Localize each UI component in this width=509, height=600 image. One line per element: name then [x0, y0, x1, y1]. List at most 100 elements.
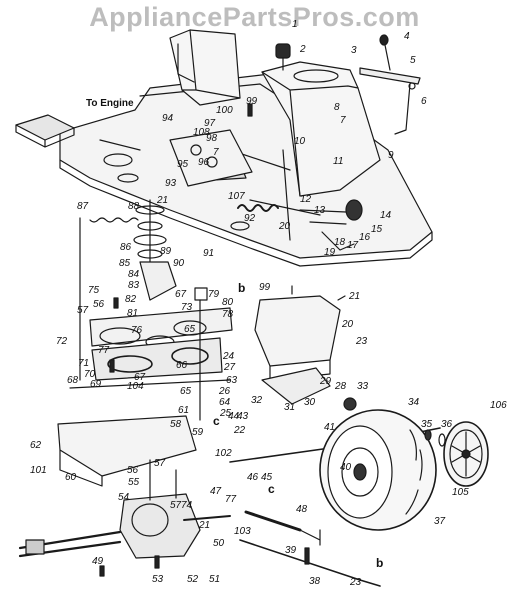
bolts	[99, 103, 310, 577]
part-label: 29	[320, 376, 332, 387]
part-label: 43	[237, 411, 249, 422]
part-label: 26	[219, 386, 231, 397]
part-label: 14	[380, 210, 392, 221]
reference-letter: b	[376, 556, 384, 570]
part-label: 80	[222, 297, 234, 308]
wheel	[319, 409, 437, 531]
part-label: 21	[157, 195, 169, 206]
part-label: 45	[261, 472, 273, 483]
part-label: 7	[213, 147, 219, 158]
part-label: 66	[176, 360, 188, 371]
part-label: 62	[30, 440, 42, 451]
watermark: AppliancePartsPros.com	[89, 2, 420, 32]
part-label: 68	[67, 375, 79, 386]
part-label: 70	[84, 369, 96, 380]
part-label: 49	[92, 556, 104, 567]
part-label: 100	[216, 105, 233, 116]
part-label: 50	[213, 538, 225, 549]
part-label: 10	[294, 136, 306, 147]
part-label: 58	[170, 419, 182, 430]
part-label: 67	[175, 289, 187, 300]
pulley-stack	[133, 199, 177, 301]
reference-letter: b	[238, 281, 246, 295]
part-label: 30	[304, 397, 316, 408]
reference-letter: c	[213, 414, 220, 428]
part-label: 37	[434, 516, 446, 527]
part-label: 72	[56, 336, 68, 347]
part-label: 21	[199, 520, 211, 531]
part-label: 79	[208, 289, 220, 300]
shift-bracket	[169, 129, 253, 187]
part-label: 104	[127, 381, 144, 392]
part-label: 99	[246, 96, 258, 107]
part-label: 3	[351, 45, 357, 56]
part-label: 97	[204, 118, 216, 129]
drive-belt	[89, 287, 233, 421]
part-label: 28	[335, 381, 347, 392]
part-label: 51	[209, 574, 221, 585]
part-label: 64	[219, 397, 231, 408]
part-label: 9	[388, 150, 394, 161]
side-plate	[57, 415, 197, 487]
console-housing	[261, 61, 381, 197]
part-label: 27	[224, 362, 236, 373]
part-label: 83	[128, 280, 140, 291]
part-label: 57	[170, 500, 182, 511]
part-label: 22	[234, 425, 246, 436]
part-label: 5	[410, 55, 416, 66]
part-label: 63	[226, 375, 238, 386]
part-label: 21	[349, 291, 361, 302]
part-label: 55	[128, 477, 140, 488]
part-label: 1	[292, 19, 298, 30]
part-label: 59	[192, 427, 204, 438]
part-label: 77	[225, 494, 237, 505]
part-label: 8	[334, 102, 340, 113]
part-label: 81	[127, 308, 139, 319]
part-label: 65	[180, 386, 192, 397]
part-label: 47	[210, 486, 222, 497]
part-label: 71	[78, 358, 90, 369]
part-label: 88	[128, 201, 140, 212]
part-label: 33	[357, 381, 369, 392]
part-label: 89	[160, 246, 172, 257]
part-label: 86	[120, 242, 132, 253]
part-label: 73	[181, 302, 193, 313]
part-label: 106	[490, 400, 507, 411]
cross-rod	[69, 379, 231, 389]
part-label: 96	[198, 157, 210, 168]
part-label: 57	[154, 458, 166, 469]
part-label: 84	[128, 269, 140, 280]
brake-bracket	[254, 285, 357, 411]
part-label: 76	[131, 325, 143, 336]
part-label: 52	[187, 574, 199, 585]
part-label: 48	[296, 504, 308, 515]
part-label: 56	[93, 299, 105, 310]
engine-label: To Engine	[86, 98, 134, 109]
part-label: 36	[441, 419, 453, 430]
part-label: 99	[259, 282, 271, 293]
throttle-lever	[359, 34, 421, 135]
axle-washer	[424, 429, 446, 447]
hubcap	[443, 421, 489, 487]
part-label: 7	[340, 115, 346, 126]
seat-bracket	[169, 29, 241, 106]
part-label: 12	[300, 194, 312, 205]
part-label: 74	[181, 500, 193, 511]
part-label: 11	[333, 156, 344, 167]
part-label: 20	[279, 221, 291, 232]
part-label: 23	[356, 336, 368, 347]
part-label: 15	[371, 224, 383, 235]
part-label: 4	[404, 31, 410, 42]
part-label: 67	[134, 372, 146, 383]
foot-pad	[15, 114, 75, 148]
part-label: 2	[300, 44, 306, 55]
part-label: 98	[206, 133, 218, 144]
part-label: 93	[165, 178, 177, 189]
part-label: 53	[152, 574, 164, 585]
part-label: 35	[421, 419, 433, 430]
part-label: 91	[203, 248, 215, 259]
part-label: 94	[162, 113, 174, 124]
part-label: 102	[215, 448, 232, 459]
part-label: 44	[228, 411, 240, 422]
